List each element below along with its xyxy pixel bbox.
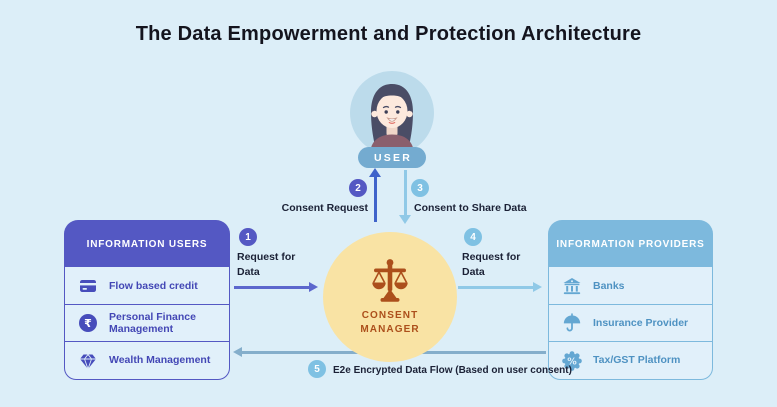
step-badge-3: 3 [411, 179, 429, 197]
list-item-label: Personal Finance Management [109, 310, 196, 336]
list-item-banks: Banks [548, 266, 713, 306]
page-title: The Data Empowerment and Protection Arch… [135, 23, 642, 45]
arrowhead-down-icon [399, 215, 411, 224]
scales-icon [372, 259, 408, 302]
arrowhead-up-icon [369, 168, 381, 177]
list-item-label: Tax/GST Platform [593, 354, 681, 367]
arrowhead-left-icon [233, 347, 242, 357]
flow-label-consent-to-share-data: Consent to Share Data [414, 202, 527, 214]
flow-label-request-for-data-1: Request for Data [237, 251, 296, 278]
list-item-personal-finance-management: ₹ Personal Finance Management [64, 303, 230, 343]
user-avatar [350, 71, 434, 155]
arrow-consent-request [374, 177, 377, 222]
list-item-insurance-provider: Insurance Provider [548, 303, 713, 343]
list-item-label: Insurance Provider [593, 317, 689, 330]
arrow-request-data-right [458, 286, 534, 289]
arrow-request-data-left [234, 286, 310, 289]
umbrella-icon [562, 313, 582, 333]
arrowhead-right-icon [533, 282, 542, 292]
percent-badge-icon: % [562, 350, 582, 371]
list-item-label: Wealth Management [109, 354, 211, 367]
flow-label-request-for-data-4: Request for Data [462, 251, 521, 278]
rupee-icon: ₹ [78, 313, 98, 333]
flow-label-consent-request: Consent Request [281, 202, 368, 214]
svg-text:₹: ₹ [84, 317, 92, 330]
information-providers-header: INFORMATION PROVIDERS [548, 220, 713, 268]
step-badge-2: 2 [349, 179, 367, 197]
flow-label-e2e-encrypted-data-flow: E2e Encrypted Data Flow (Based on user c… [333, 365, 572, 376]
gem-icon [78, 351, 98, 371]
credit-card-icon [78, 276, 98, 296]
arrow-consent-to-share [404, 170, 407, 216]
information-users-panel: INFORMATION USERS Flow based credit ₹ Pe… [64, 220, 230, 385]
bank-icon [562, 276, 582, 296]
woman-avatar-illustration [370, 84, 414, 155]
arrowhead-right-icon [309, 282, 318, 292]
information-users-header: INFORMATION USERS [64, 220, 230, 268]
consent-label-line1: CONSENT [361, 310, 419, 321]
step-badge-1: 1 [239, 228, 257, 246]
consent-label-line2: MANAGER [360, 323, 420, 335]
consent-manager-label: CONSENT MANAGER [360, 309, 419, 336]
step-badge-4: 4 [464, 228, 482, 246]
svg-text:%: % [567, 356, 577, 367]
list-item-label: Banks [593, 279, 625, 292]
list-item-flow-based-credit: Flow based credit [64, 266, 230, 306]
user-badge: USER [358, 147, 426, 168]
list-item-wealth-management: Wealth Management [64, 341, 230, 381]
step-badge-5: 5 [308, 360, 326, 378]
information-providers-panel: INFORMATION PROVIDERS Banks Insurance Pr… [548, 220, 713, 385]
list-item-tax-gst-platform: % Tax/GST Platform [548, 341, 713, 381]
consent-manager-node: CONSENT MANAGER [323, 232, 457, 362]
list-item-label: Flow based credit [109, 279, 198, 292]
